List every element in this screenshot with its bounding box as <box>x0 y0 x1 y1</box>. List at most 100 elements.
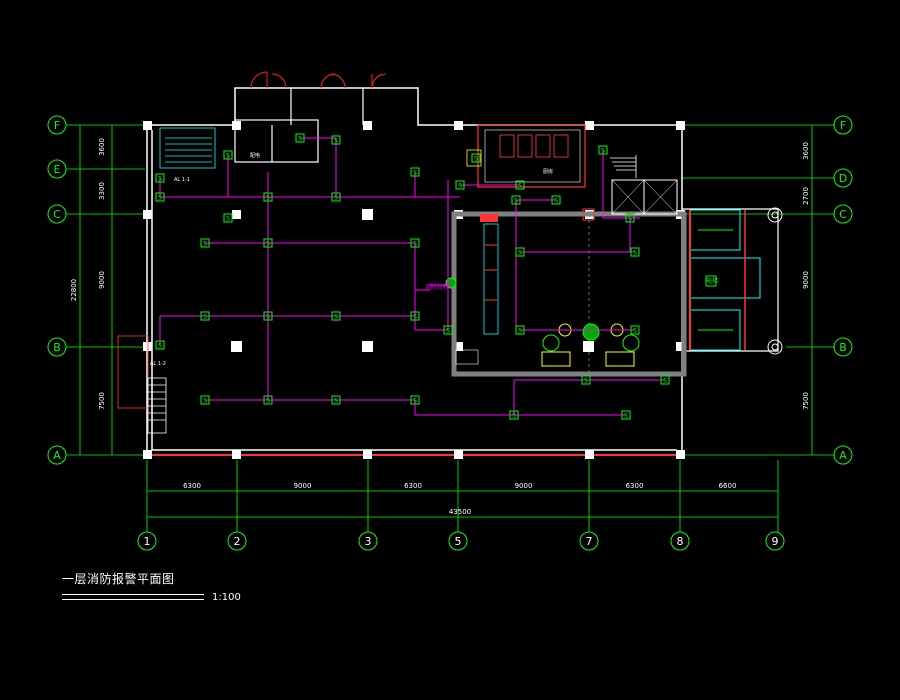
grid-bubble-col-8 <box>670 531 690 551</box>
smoke-detector-28 <box>598 145 608 155</box>
smoke-detector-symbol-3: S <box>413 170 417 177</box>
grid-label-right-D: D <box>839 172 847 185</box>
smoke-detector-12 <box>263 311 273 321</box>
smoke-detector-34 <box>155 340 165 350</box>
col-dimension-4: 6300 <box>626 482 644 490</box>
smoke-detector-symbol-0: S <box>158 195 162 202</box>
grid-bubble-left-C <box>47 204 67 224</box>
grid-bubble-right-C <box>833 204 853 224</box>
smoke-detector-symbol-35: S <box>226 216 230 223</box>
grid-label-col-9: 9 <box>772 535 779 548</box>
left-dimension-lines <box>66 124 145 456</box>
smoke-detector-16 <box>200 395 210 405</box>
smoke-detector-symbol-17: S <box>266 398 270 405</box>
grid-label-left-B: B <box>53 341 61 354</box>
col-dimension-2: 6300 <box>404 482 422 490</box>
smoke-detector-symbol-9: S <box>266 241 270 248</box>
smoke-detector-27 <box>630 247 640 257</box>
smoke-detector-30 <box>515 325 525 335</box>
row-dimension-right-0: 3600 <box>802 142 810 160</box>
grid-bubble-left-E <box>47 159 67 179</box>
smoke-detector-31 <box>630 325 640 335</box>
row-dimension-left-3: 7500 <box>98 392 106 410</box>
grid-bubble-col-5 <box>448 531 468 551</box>
grid-label-col-5: 5 <box>455 535 462 548</box>
door-arcs <box>250 71 387 89</box>
stair-upper-right <box>610 155 637 178</box>
grid-bubble-left-B <box>47 337 67 357</box>
smoke-detector-symbol-11: S <box>203 314 207 321</box>
grid-bubble-col-2 <box>227 531 247 551</box>
grid-label-right-F: F <box>840 119 846 132</box>
smoke-detector-25 <box>551 195 561 205</box>
smoke-detector-symbol-29: S <box>628 216 632 223</box>
top-annex <box>234 88 364 163</box>
smoke-detector-symbol-36: S <box>474 156 478 163</box>
stair-note-lower: AL 1-2 <box>150 361 166 367</box>
smoke-detector-symbol-26: S <box>518 250 522 257</box>
row-dimension-left-total: 22800 <box>70 279 78 301</box>
grid-bubble-col-9 <box>765 531 785 551</box>
grid-label-col-7: 7 <box>586 535 593 548</box>
grid-bubble-right-D <box>833 168 853 188</box>
smoke-detector-19 <box>410 395 420 405</box>
smoke-detector-32 <box>455 180 465 190</box>
grid-label-left-E: E <box>54 163 61 176</box>
grid-label-col-2: 2 <box>234 535 241 548</box>
smoke-detector-20 <box>509 410 519 420</box>
smoke-detector-26 <box>515 247 525 257</box>
smoke-detector-symbol-31: S <box>633 328 637 335</box>
col-dimension-total: 43500 <box>449 508 471 516</box>
col-dimension-5: 6600 <box>719 482 737 490</box>
grid-label-col-1: 1 <box>144 535 151 548</box>
smoke-detector-1 <box>263 192 273 202</box>
smoke-detector-2 <box>331 192 341 202</box>
bottom-dimension-lines <box>146 460 779 532</box>
smoke-detector-7 <box>155 173 165 183</box>
revolving-doors <box>689 207 783 355</box>
smoke-detector-21 <box>621 410 631 420</box>
smoke-detector-symbol-23: S <box>663 378 667 385</box>
service-room-label: 配电 <box>250 152 260 159</box>
smoke-detector-symbol-10: S <box>413 241 417 248</box>
row-dimension-right-2: 9000 <box>802 271 810 289</box>
grid-bubble-col-3 <box>358 531 378 551</box>
smoke-detector-symbol-34: S <box>158 343 162 350</box>
stair-note-upper: AL 1-1 <box>174 177 190 183</box>
smoke-detector-symbol-21: S <box>624 413 628 420</box>
grid-label-col-8: 8 <box>677 535 684 548</box>
interior-columns <box>231 208 595 352</box>
smoke-detector-symbol-4: S <box>226 153 230 160</box>
smoke-detector-symbol-24: S <box>514 198 518 205</box>
smoke-detector-0 <box>155 192 165 202</box>
smoke-detector-36 <box>471 153 481 163</box>
smoke-detector-24 <box>511 195 521 205</box>
smoke-detector-symbol-5: S <box>298 136 302 143</box>
smoke-detector-35 <box>223 213 233 223</box>
smoke-detector-symbol-1: S <box>266 195 270 202</box>
row-dimension-left-0: 3600 <box>98 138 106 156</box>
grid-label-col-3: 3 <box>365 535 372 548</box>
smoke-detector-symbol-28: S <box>601 148 605 155</box>
smoke-detector-11 <box>200 311 210 321</box>
drawing-title: 一层消防报警平面图 <box>62 572 175 586</box>
stair-lower-left <box>117 335 167 434</box>
col-dimension-0: 6300 <box>183 482 201 490</box>
smoke-detector-symbol-7: S <box>158 176 162 183</box>
smoke-detector-symbol-15: S <box>446 328 450 335</box>
elevator-shafts <box>611 179 678 215</box>
smoke-detector-5 <box>295 133 305 143</box>
grid-label-right-A: A <box>839 449 847 462</box>
grid-bubble-right-F <box>833 115 853 135</box>
smoke-detector-22 <box>581 375 591 385</box>
central-hall <box>451 211 687 377</box>
smoke-detector-symbol-2: S <box>334 195 338 202</box>
smoke-detector-symbol-16: S <box>203 398 207 405</box>
smoke-detector-23 <box>660 375 670 385</box>
row-dimension-right-3: 7500 <box>802 392 810 410</box>
right-dimension-lines <box>682 124 835 456</box>
smoke-detector-symbol-32: S <box>458 183 462 190</box>
smoke-detector-symbol-25: S <box>554 198 558 205</box>
